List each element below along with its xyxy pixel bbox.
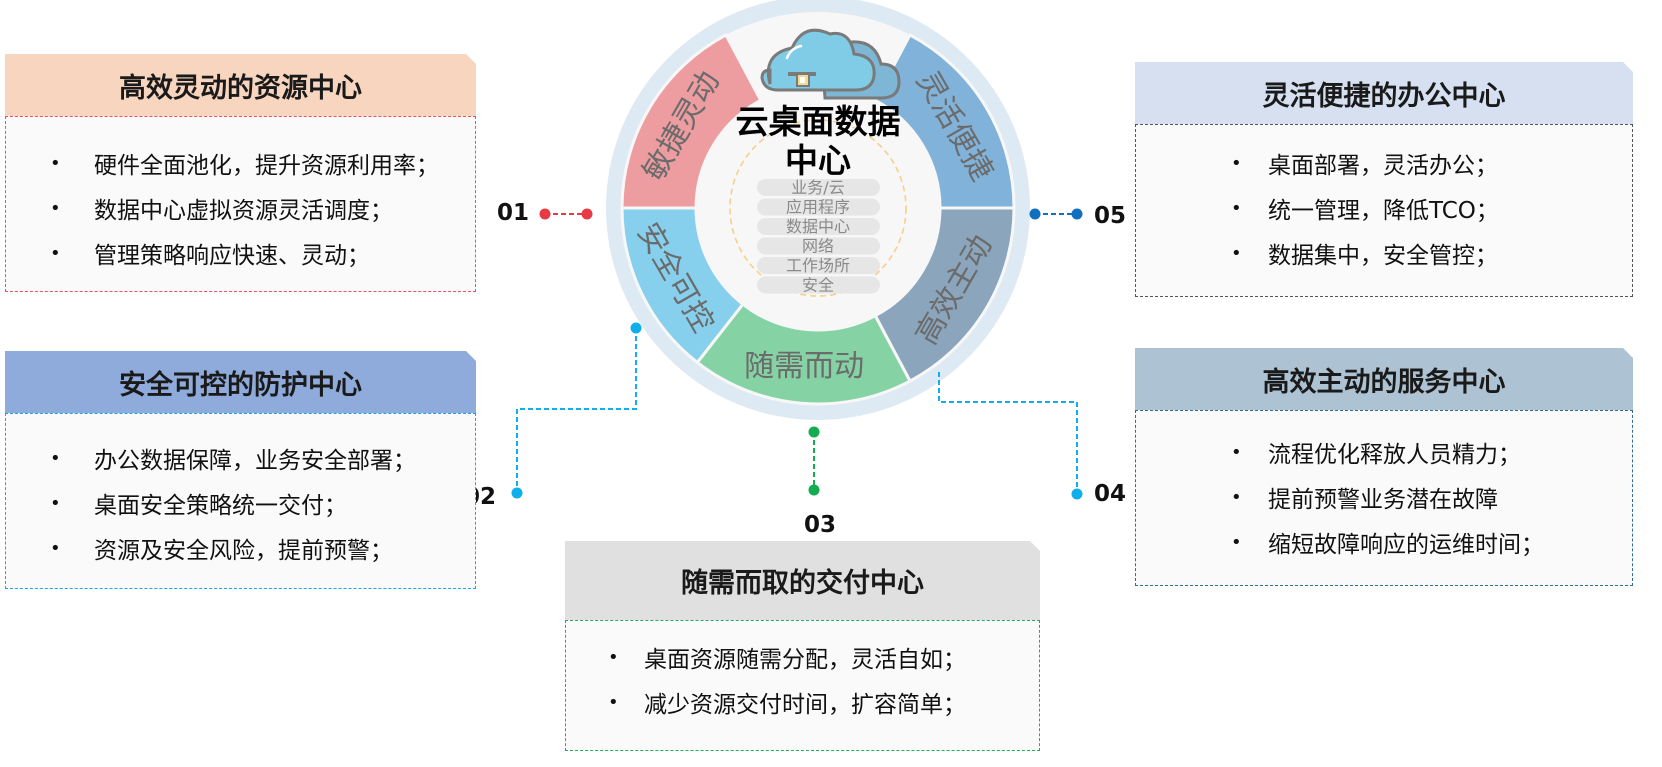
layer-pill: 安全 [757, 276, 880, 295]
layer-label: 数据中心 [786, 217, 850, 236]
card-office-center: 灵活便捷的办公中心 •桌面部署，灵活办公； •统一管理，降低TCO； •数据集中… [1135, 62, 1633, 297]
card-body: •桌面部署，灵活办公； •统一管理，降低TCO； •数据集中，安全管控； [1135, 124, 1633, 297]
layer-label: 业务/云 [791, 178, 844, 197]
card-header: 高效灵动的资源中心 [5, 54, 476, 116]
layer-pill: 工作场所 [757, 256, 880, 275]
layer-pill: 数据中心 [757, 217, 880, 236]
layer-pill: 业务/云 [757, 178, 880, 197]
list-item: •流程优化释放人员精力； [1231, 442, 1521, 468]
ring-segment-label: 随需而动 [744, 349, 864, 384]
hub-dashed-circle [729, 119, 907, 297]
layer-label: 工作场所 [786, 256, 850, 275]
card-service-center: 高效主动的服务中心 •流程优化释放人员精力； •提前预警业务潜在故障 •缩短故障… [1135, 348, 1633, 586]
list-item: •减少资源交付时间，扩容简单； [608, 692, 966, 718]
card-body: •硬件全面池化，提升资源利用率； •数据中心虚拟资源灵活调度； •管理策略响应快… [5, 116, 476, 292]
card-resource-center: 高效灵动的资源中心 •硬件全面池化，提升资源利用率； •数据中心虚拟资源灵活调度… [5, 54, 476, 292]
card-title: 高效主动的服务中心 [1262, 366, 1506, 398]
card-protection-center: 安全可控的防护中心 •办公数据保障，业务安全部署； •桌面安全策略统一交付； •… [5, 351, 476, 589]
connector-05 [1029, 208, 1083, 220]
list-item: •数据中心虚拟资源灵活调度； [50, 198, 393, 224]
list-item: •桌面部署，灵活办公； [1231, 153, 1498, 179]
list-item: •数据集中，安全管控； [1231, 243, 1498, 269]
label-03: 03 [804, 512, 837, 538]
layer-label: 安全 [802, 276, 834, 295]
list-item: •缩短故障响应的运维时间； [1231, 532, 1544, 558]
card-header: 随需而取的交付中心 [565, 541, 1040, 620]
card-body: •办公数据保障，业务安全部署； •桌面安全策略统一交付； •资源及安全风险，提前… [5, 413, 476, 589]
cloud-icon [760, 28, 901, 100]
card-title: 高效灵动的资源中心 [119, 72, 362, 104]
connector-02 [511, 322, 642, 499]
card-header: 高效主动的服务中心 [1135, 348, 1633, 410]
list-item: •统一管理，降低TCO； [1231, 198, 1499, 224]
connector-03 [808, 426, 820, 496]
list-item: •办公数据保障，业务安全部署； [50, 448, 416, 474]
layer-label: 网络 [802, 237, 834, 256]
card-title: 灵活便捷的办公中心 [1262, 80, 1506, 112]
list-item: •桌面安全策略统一交付； [50, 493, 347, 519]
label-05: 05 [1094, 203, 1127, 229]
list-item: •桌面资源随需分配，灵活自如； [608, 647, 966, 673]
list-item: •资源及安全风险，提前预警； [50, 538, 393, 564]
card-delivery-center: 随需而取的交付中心 •桌面资源随需分配，灵活自如； •减少资源交付时间，扩容简单… [565, 541, 1040, 751]
ring-segment-4: 随需而动 [695, 302, 913, 406]
label-01: 01 [497, 200, 530, 226]
list-item: •硬件全面池化，提升资源利用率； [50, 153, 439, 179]
layer-label: 应用程序 [786, 198, 850, 217]
hub-title-line2: 中心 [785, 141, 851, 180]
card-header: 安全可控的防护中心 [5, 351, 476, 413]
list-item: •提前预警业务潜在故障 [1231, 487, 1498, 513]
list-item: •管理策略响应快速、灵动； [50, 243, 370, 269]
card-header: 灵活便捷的办公中心 [1135, 62, 1633, 124]
card-body: •流程优化释放人员精力； •提前预警业务潜在故障 •缩短故障响应的运维时间； [1135, 410, 1633, 586]
card-title: 随需而取的交付中心 [681, 568, 924, 599]
layer-pill: 网络 [757, 237, 880, 256]
connector-04 [938, 372, 1083, 500]
label-04: 04 [1094, 481, 1127, 507]
layer-pill: 应用程序 [757, 198, 880, 217]
card-body: •桌面资源随需分配，灵活自如； •减少资源交付时间，扩容简单； [565, 620, 1040, 751]
hub-title-line1: 云桌面数据 [736, 102, 901, 141]
connector-01 [539, 208, 593, 220]
card-title: 安全可控的防护中心 [119, 369, 362, 401]
